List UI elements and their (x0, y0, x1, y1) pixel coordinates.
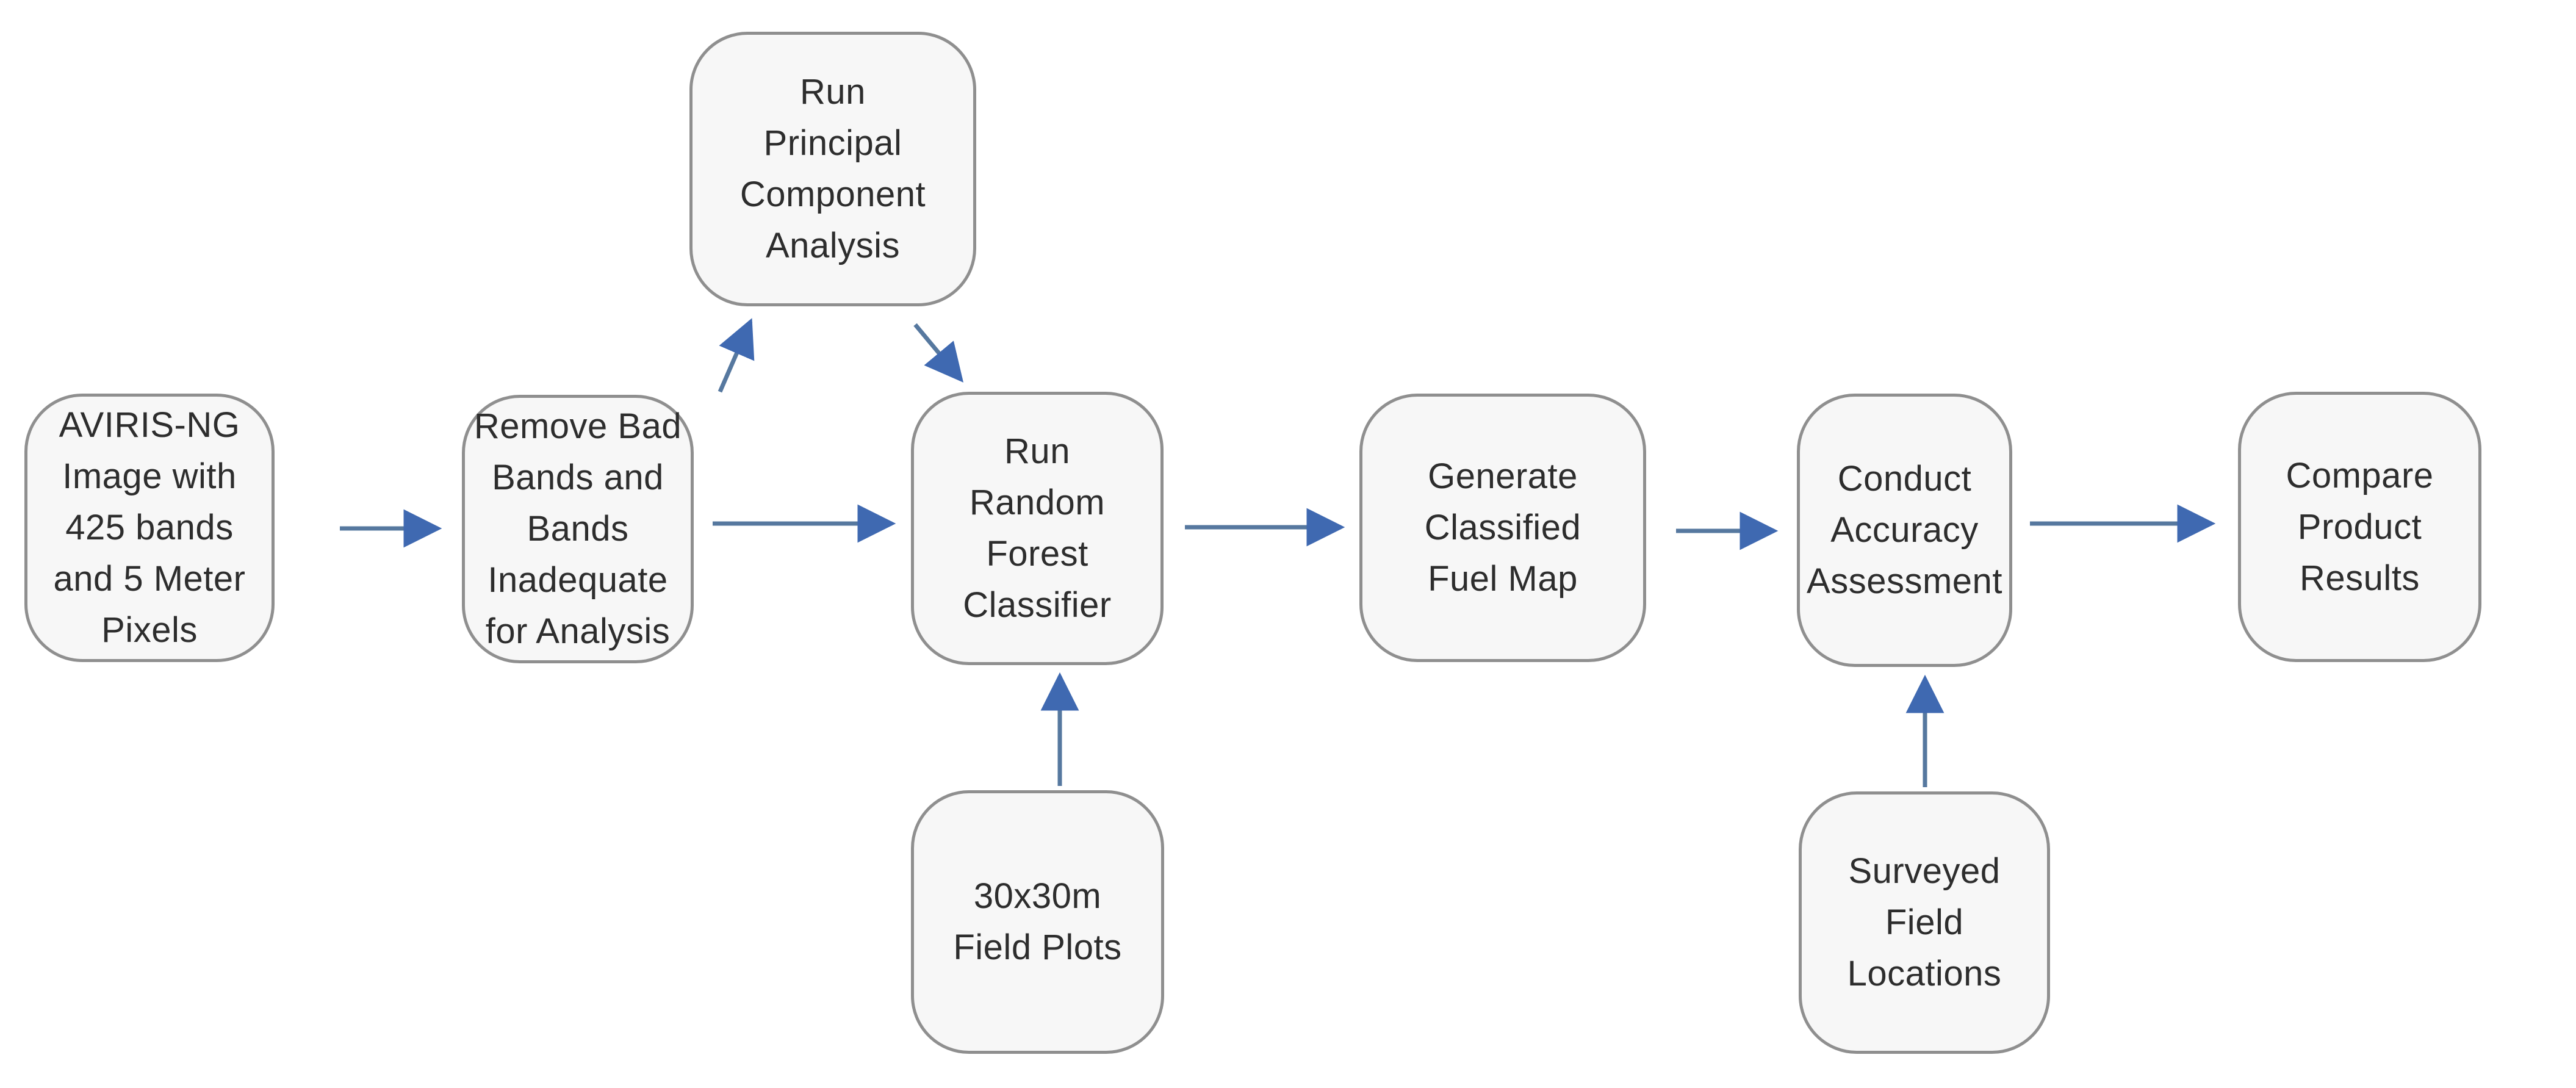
node-classified-fuel-map: Generate Classified Fuel Map (1359, 394, 1646, 662)
node-aviris-image: AVIRIS-NG Image with 425 bands and 5 Met… (24, 394, 275, 662)
node-field-plots: 30x30m Field Plots (911, 790, 1164, 1054)
node-remove-bad-bands: Remove Bad Bands and Bands Inadequate fo… (462, 395, 694, 663)
arrow-pca-to-random-forest (913, 323, 964, 383)
node-principal-component-analysis: Run Principal Component Analysis (689, 32, 976, 306)
arrow-remove-bands-to-pca (718, 318, 755, 393)
node-surveyed-field-locations: Surveyed Field Locations (1799, 791, 2050, 1054)
node-accuracy-assessment: Conduct Accuracy Assessment (1797, 394, 2012, 667)
node-compare-product-results: Compare Product Results (2238, 392, 2481, 662)
node-random-forest-classifier: Run Random Forest Classifier (911, 392, 1164, 665)
